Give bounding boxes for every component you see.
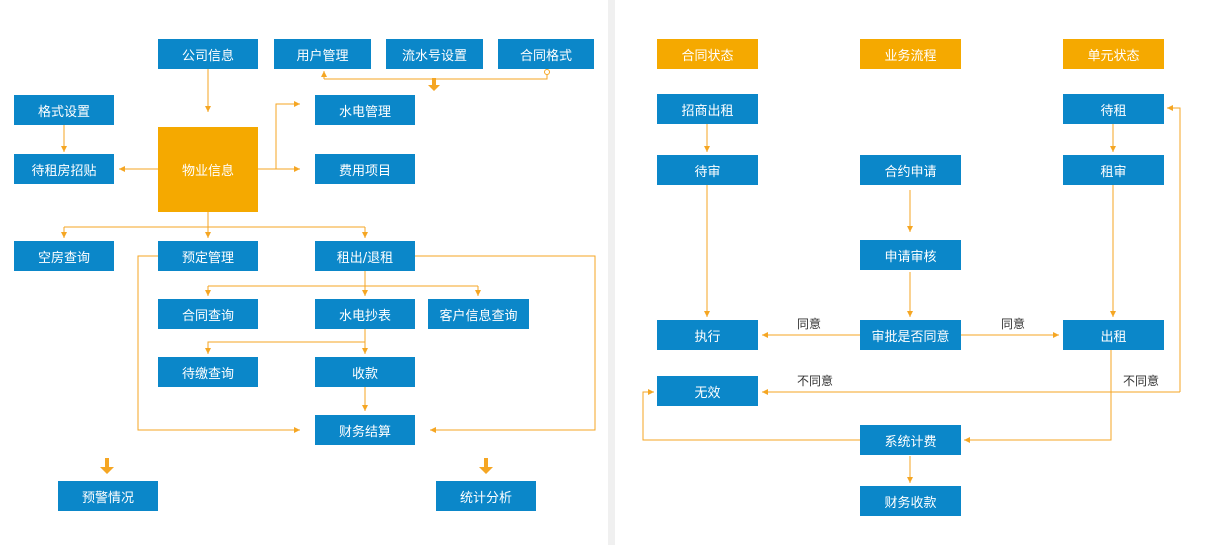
process-header: 业务流程 [860,39,961,69]
rent-return-node: 租出/退租 [315,241,415,271]
collection-node: 收款 [315,357,415,387]
property-info-node: 物业信息 [158,127,258,212]
approve-decision-node: 审批是否同意 [860,320,961,350]
vacancy-query-node: 空房查询 [14,241,114,271]
pending-review-node: 待审 [657,155,758,185]
statistics-node: 统计分析 [436,481,536,511]
leasing-node: 招商出租 [657,94,758,124]
system-billing-node: 系统计费 [860,425,961,455]
disagree-left-label: 不同意 [797,374,834,388]
settlement-node: 财务结算 [315,415,415,445]
finance-receipt-node: 财务收款 [860,486,961,516]
contract-format-node: 合同格式 [498,39,594,69]
fee-items-node: 费用项目 [315,154,415,184]
agree-left-label: 同意 [797,317,822,331]
left-panel [0,0,608,545]
pending-query-node: 待缴查询 [158,357,258,387]
rented-node: 出租 [1063,320,1164,350]
contract-status-header: 合同状态 [657,39,758,69]
unit-status-header: 单元状态 [1063,39,1164,69]
execute-node: 执行 [657,320,758,350]
rent-review-node: 租审 [1063,155,1164,185]
to-rent-node: 待租 [1063,94,1164,124]
booking-mgmt-node: 预定管理 [158,241,258,271]
disagree-right-label: 不同意 [1123,374,1160,388]
big-down-arrows [100,78,493,474]
contract-apply-node: 合约申请 [860,155,961,185]
contract-query-node: 合同查询 [158,299,258,329]
user-mgmt-node: 用户管理 [274,39,371,69]
warning-node: 预警情况 [58,481,158,511]
company-info-node: 公司信息 [158,39,258,69]
serial-settings-node: 流水号设置 [386,39,483,69]
water-power-mgmt-node: 水电管理 [315,95,415,125]
rental-posting-node: 待租房招贴 [14,154,114,184]
agree-right-label: 同意 [1001,317,1026,331]
customer-query-node: 客户信息查询 [428,299,529,329]
meter-reading-node: 水电抄表 [315,299,415,329]
apply-review-node: 申请审核 [860,240,961,270]
invalid-node: 无效 [657,376,758,406]
format-settings-node: 格式设置 [14,95,114,125]
